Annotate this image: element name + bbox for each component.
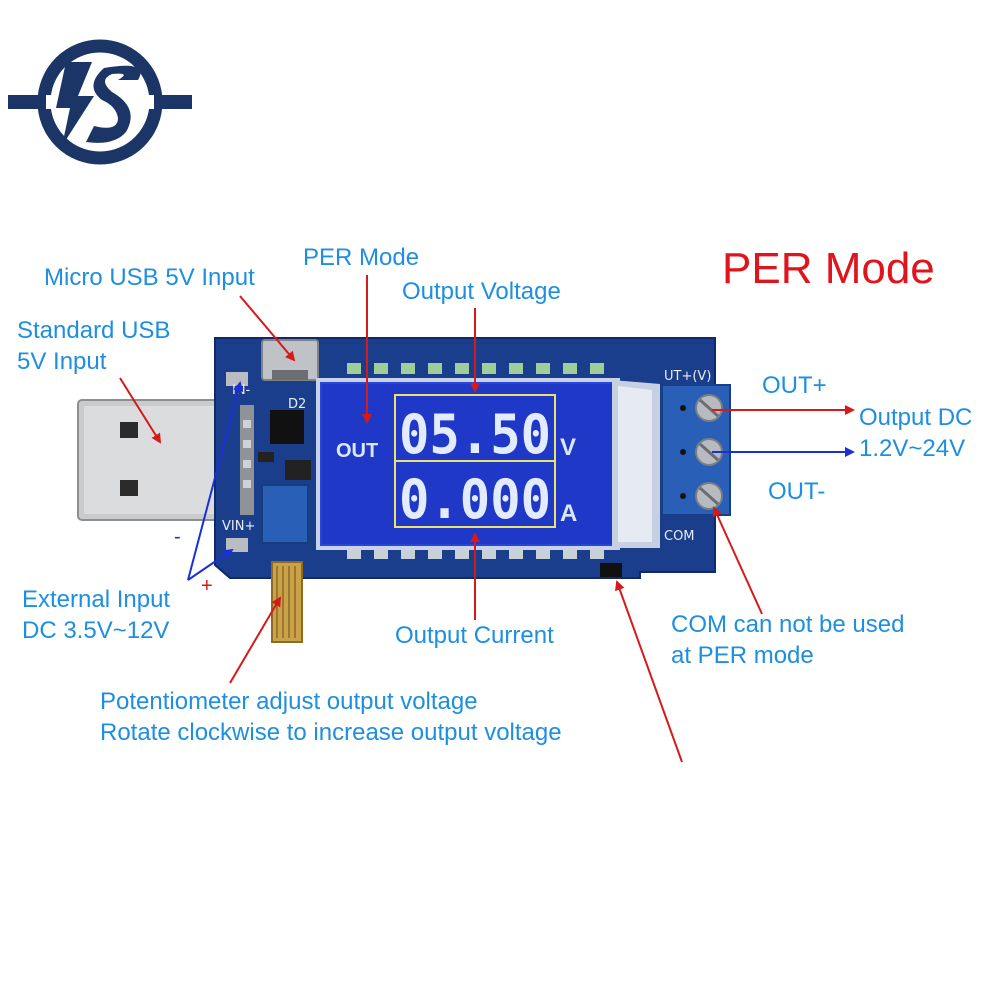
label-external-input-line2: DC 3.5V~12V (22, 617, 170, 644)
label-com-note-line1: COM can not be used (671, 611, 905, 638)
silk-d2: D2 (288, 397, 306, 412)
label-output-dc-line1: Output DC (859, 404, 973, 431)
label-com-note-line2: at PER mode (671, 642, 814, 669)
arrow-potentiometer (229, 596, 282, 684)
label-micro-usb: Micro USB 5V Input (44, 264, 255, 291)
label-out-plus: OUT+ (762, 372, 827, 399)
mode-title: PER Mode (722, 244, 935, 293)
arrow-standard-usb (119, 377, 162, 444)
arrow-com (712, 506, 763, 615)
label-output-dc-line2: 1.2V~24V (859, 435, 966, 462)
lcd-voltage-unit: V (560, 434, 576, 461)
brand-logo-icon (8, 39, 192, 165)
silk-out-plus: UT+(V) (664, 369, 711, 384)
label-potentiometer-line1: Potentiometer adjust output voltage (100, 688, 478, 715)
lcd-current-readout: 0.000 (399, 468, 551, 531)
screw-terminal (661, 384, 731, 516)
arrow-ext-plus (187, 548, 234, 581)
label-output-current: Output Current (395, 622, 554, 649)
silk-vin-plus: VIN+ (222, 519, 255, 534)
ext-minus-sign: - (174, 526, 181, 548)
silk-vin-minus: IN- (232, 383, 251, 398)
callout-arrows (119, 275, 855, 763)
lcd-current-unit: A (560, 500, 577, 527)
silk-com: COM (664, 529, 695, 544)
arrow-ext-minus (187, 381, 243, 581)
lcd-out-label: OUT (336, 440, 378, 462)
label-potentiometer-line2: Rotate clockwise to increase output volt… (100, 719, 562, 746)
lcd-display: OUT 05.50 V 0.000 A (316, 378, 660, 550)
label-output-voltage: Output Voltage (402, 278, 561, 305)
label-external-input-line1: External Input (22, 586, 171, 613)
usb-a-plug (77, 399, 234, 521)
arrow-micro-usb (239, 295, 296, 362)
label-out-minus: OUT- (768, 478, 826, 505)
arrow-button (615, 580, 683, 763)
ext-plus-sign: + (201, 575, 213, 597)
lcd-voltage-readout: 05.50 (399, 403, 551, 466)
label-standard-usb-line1: Standard USB (17, 317, 171, 344)
label-standard-usb-line2: 5V Input (17, 348, 107, 375)
label-per-mode: PER Mode (303, 244, 420, 271)
